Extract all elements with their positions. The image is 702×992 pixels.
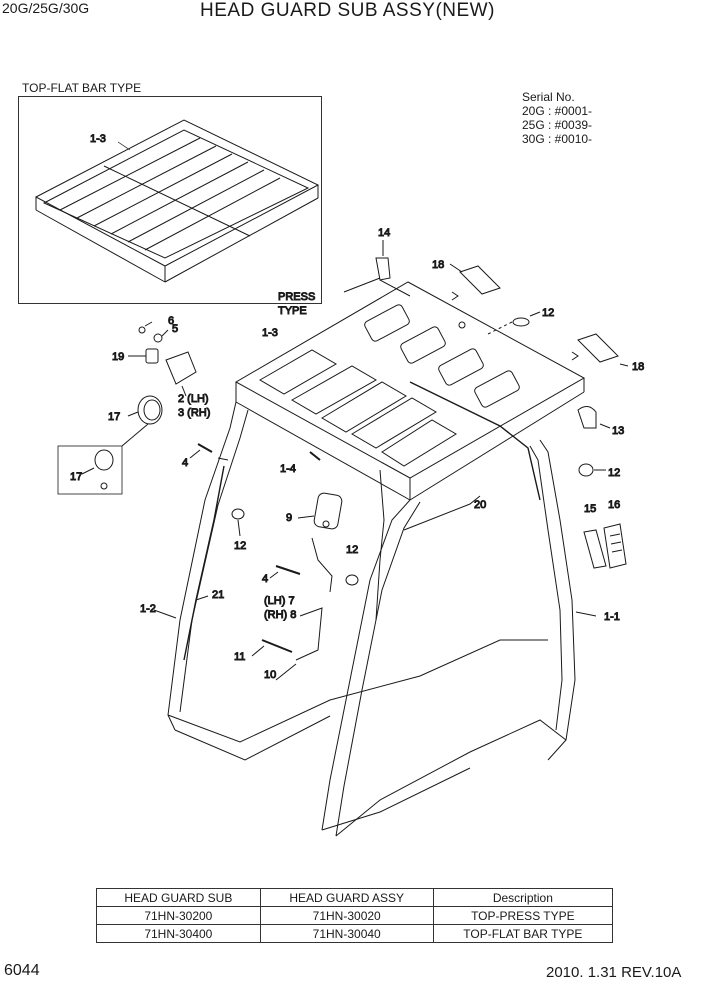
inset-frame <box>18 96 322 304</box>
table-cell: 71HN-30400 <box>96 924 261 943</box>
serial-line: 20G : #0001- <box>522 104 593 118</box>
callout: PRESS <box>278 291 315 303</box>
callout: 1-2 <box>140 603 156 615</box>
page-number: 6044 <box>4 962 40 979</box>
callout: 6 <box>168 315 174 327</box>
callout: 1-1 <box>604 611 620 623</box>
callout: 14 <box>378 227 390 239</box>
callout: 17 <box>70 471 82 483</box>
model-range: 20G/25G/30G <box>2 0 90 16</box>
callout: 4 <box>182 457 188 469</box>
serial-info: Serial No. 20G : #0001- 25G : #0039- 30G… <box>522 90 592 146</box>
callout: (LH) 7 <box>264 595 295 607</box>
table-header: HEAD GUARD SUB <box>96 888 261 907</box>
callout: 12 <box>234 540 246 552</box>
table-cell: TOP-PRESS TYPE <box>432 906 614 925</box>
callout: 3 (RH) <box>178 407 210 419</box>
table-header: Description <box>432 888 614 907</box>
table-row: 71HN-30200 71HN-30020 TOP-PRESS TYPE <box>96 906 614 925</box>
callout: 9 <box>286 512 292 524</box>
table-cell: 71HN-30020 <box>259 906 434 925</box>
callout: 12 <box>346 544 358 556</box>
callout: 17 <box>108 411 120 423</box>
callout: (RH) 8 <box>264 609 296 621</box>
serial-line: 30G : #0010- <box>522 132 593 146</box>
roof-plate <box>234 281 586 501</box>
callout: 12 <box>542 307 554 319</box>
callout: 4 <box>262 573 268 585</box>
callout: 21 <box>212 589 224 601</box>
callout: 2 (LH) <box>178 393 209 405</box>
callout: 13 <box>612 425 624 437</box>
callout: 1-4 <box>280 463 296 475</box>
callout: 12 <box>608 467 620 479</box>
parts <box>57 240 629 681</box>
table-cell: TOP-FLAT BAR TYPE <box>432 924 614 943</box>
inset-label: TOP-FLAT BAR TYPE <box>22 81 142 95</box>
callout: 10 <box>264 669 276 681</box>
callout: 5 <box>172 323 178 335</box>
table-header-row: HEAD GUARD SUB HEAD GUARD ASSY Descripti… <box>96 888 614 907</box>
callout: 16 <box>608 499 620 511</box>
callout: TYPE <box>278 305 307 317</box>
revision-date: 2010. 1.31 REV.10A <box>546 964 682 981</box>
flat-bar-roof <box>34 119 320 283</box>
parts-table: HEAD GUARD SUB HEAD GUARD ASSY Descripti… <box>96 888 614 943</box>
callout: 18 <box>632 361 644 373</box>
table-cell: 71HN-30040 <box>259 924 434 943</box>
pillars <box>167 401 576 837</box>
serial-line: 25G : #0039- <box>522 118 593 132</box>
table-cell: 71HN-30200 <box>96 906 261 925</box>
page-title: HEAD GUARD SUB ASSY(NEW) <box>200 0 495 21</box>
callout: 11 <box>234 651 245 663</box>
callout: 19 <box>112 351 124 363</box>
inset-callout: 1-3 <box>90 133 106 145</box>
table-header: HEAD GUARD ASSY <box>259 888 434 907</box>
table-row: 71HN-30400 71HN-30040 TOP-FLAT BAR TYPE <box>96 924 614 943</box>
serial-heading: Serial No. <box>522 90 575 104</box>
callout: 18 <box>432 259 444 271</box>
callout: 15 <box>584 503 596 515</box>
callout: 20 <box>474 499 486 511</box>
callout: 1-3 <box>262 327 278 339</box>
